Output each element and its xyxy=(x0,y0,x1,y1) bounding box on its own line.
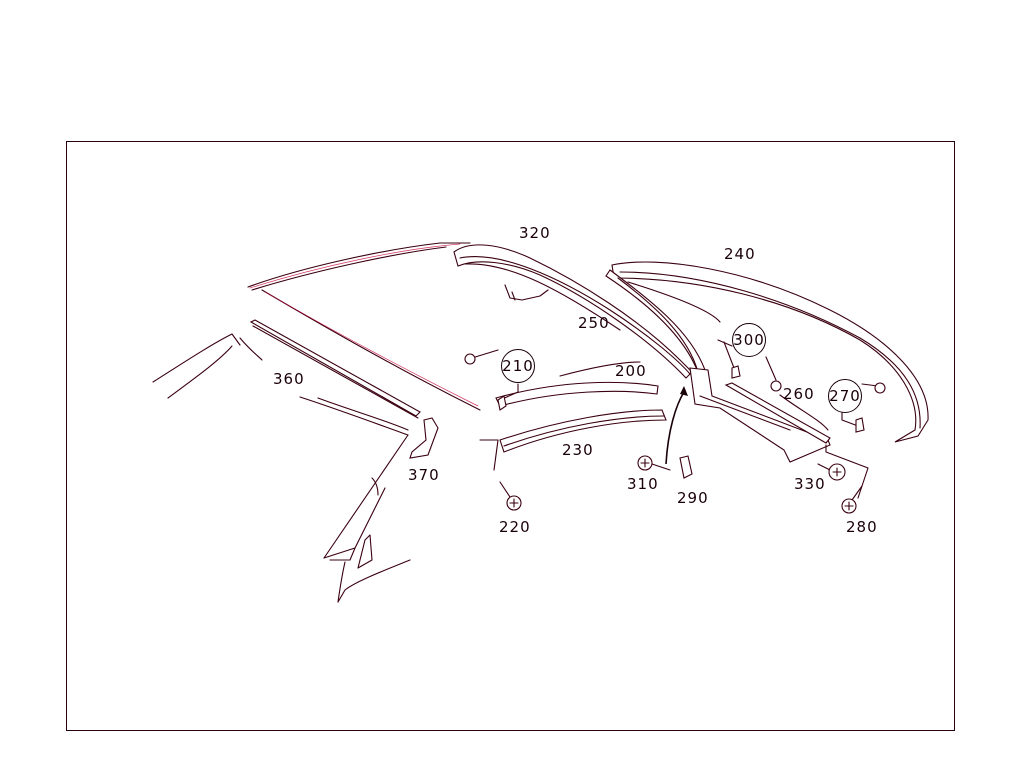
callout-300: 300 xyxy=(732,323,766,357)
callout-360: 360 xyxy=(273,370,305,388)
callout-370: 370 xyxy=(408,466,440,484)
part-230-rail xyxy=(499,409,667,453)
part-370-corner xyxy=(409,417,439,459)
clip-300-icon xyxy=(731,365,741,379)
clip-210b-icon xyxy=(497,395,507,411)
part-320-front-bow xyxy=(453,244,693,379)
callout-270: 270 xyxy=(828,379,862,413)
callout-230: 230 xyxy=(562,441,594,459)
diagram-frame xyxy=(66,141,955,731)
callout-290: 290 xyxy=(677,489,709,507)
callout-200: 200 xyxy=(615,362,647,380)
clip-290-icon xyxy=(679,455,693,479)
a-pillar-outline xyxy=(323,434,411,603)
part-360-strip xyxy=(152,319,421,436)
screw-330-icon xyxy=(817,463,846,481)
roof-outline xyxy=(247,242,481,411)
part-200-seal xyxy=(495,361,659,407)
plug-260-icon xyxy=(770,380,782,392)
callout-220: 220 xyxy=(499,518,531,536)
part-rear-side-rail xyxy=(689,367,831,463)
fasteners xyxy=(464,353,886,514)
screw-280-icon xyxy=(841,485,863,514)
callout-240: 240 xyxy=(724,245,756,263)
callout-250: 250 xyxy=(578,314,610,332)
screw-220-icon xyxy=(499,481,522,511)
part-240-rear-bow xyxy=(611,261,929,443)
plug-270-icon xyxy=(874,382,886,394)
clip-270-icon xyxy=(855,417,865,433)
clip-210a-icon xyxy=(464,353,476,365)
callout-330: 330 xyxy=(794,475,826,493)
leader-lines xyxy=(471,339,879,499)
screw-310-icon xyxy=(637,455,671,471)
callout-280: 280 xyxy=(846,518,878,536)
callout-260: 260 xyxy=(783,385,815,403)
callout-210: 210 xyxy=(501,349,535,383)
callout-320: 320 xyxy=(519,224,551,242)
callout-310: 310 xyxy=(627,475,659,493)
